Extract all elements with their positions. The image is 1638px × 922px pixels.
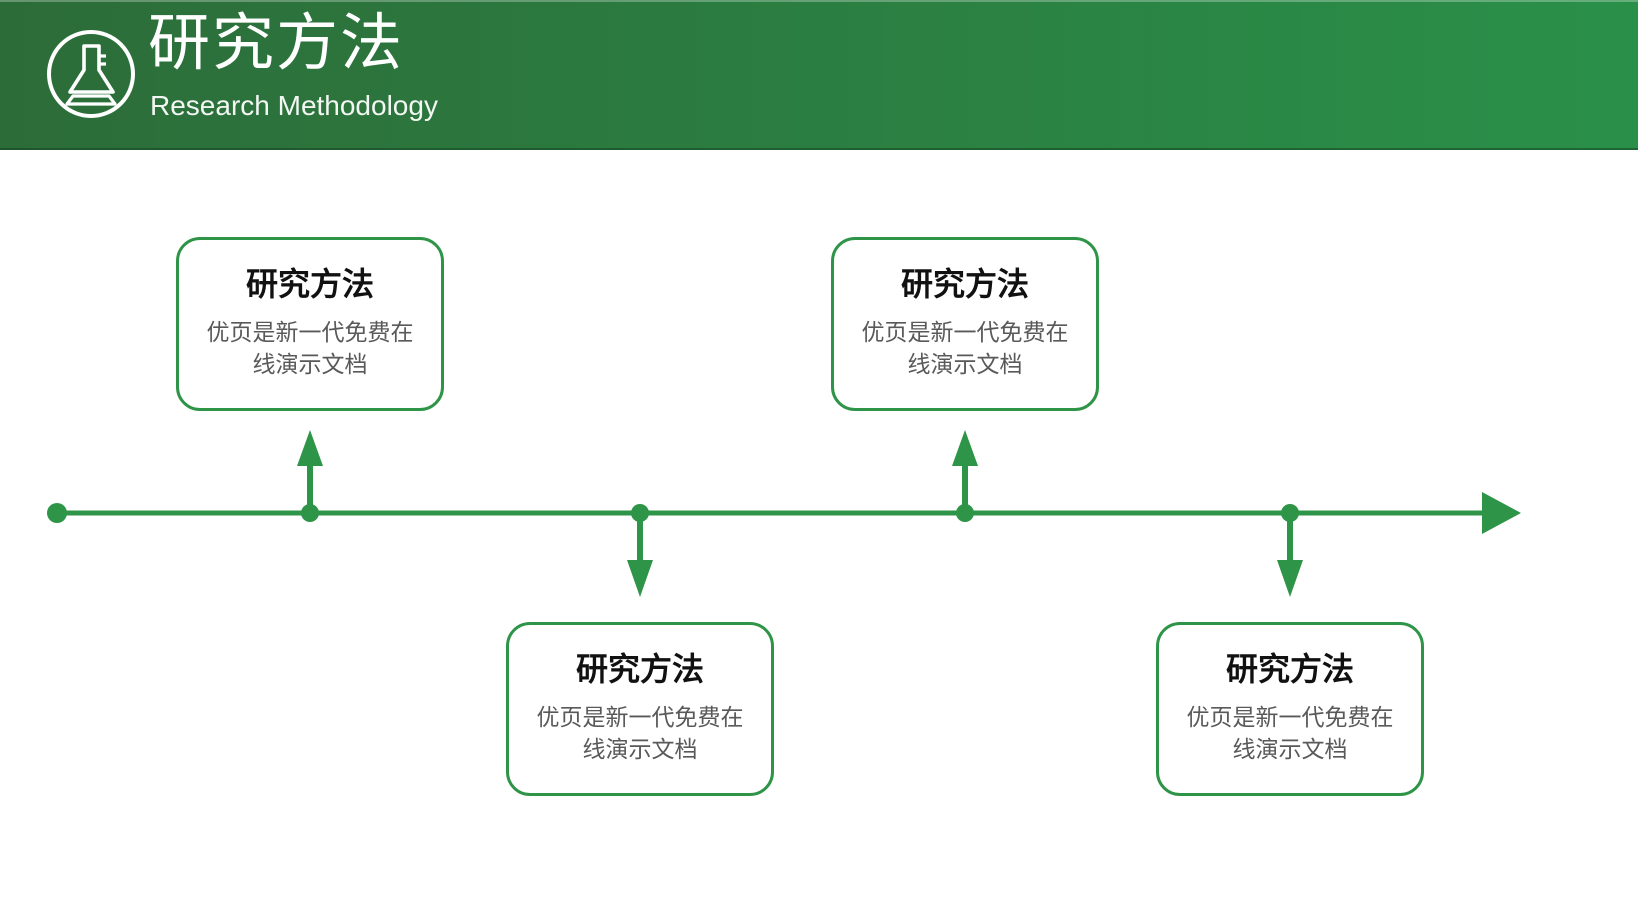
arrow-down-icon — [627, 560, 653, 597]
flask-body — [68, 44, 115, 94]
timeline-start-dot — [47, 503, 67, 523]
arrow-right-icon — [1482, 492, 1521, 534]
card-title: 研究方法 — [575, 651, 704, 687]
card-title: 研究方法 — [1225, 651, 1354, 687]
icon-circle — [47, 30, 135, 118]
timeline — [47, 430, 1521, 597]
timeline-card: 研究方法 优页是新一代免费在线演示文档 — [506, 622, 774, 796]
flask-base — [65, 94, 117, 106]
page-subtitle: Research Methodology — [150, 90, 438, 121]
flask-icon — [47, 30, 135, 118]
card-body: 优页是新一代免费在线演示文档 — [206, 319, 414, 377]
flask-ticks — [99, 54, 106, 66]
card-title: 研究方法 — [900, 266, 1029, 302]
timeline-card: 研究方法 优页是新一代免费在线演示文档 — [1156, 622, 1424, 796]
header-text-block: 研究方法 Research Methodology — [148, 0, 438, 122]
card-body: 优页是新一代免费在线演示文档 — [536, 704, 744, 762]
card-body: 优页是新一代免费在线演示文档 — [861, 319, 1069, 377]
timeline-card: 研究方法 优页是新一代免费在线演示文档 — [831, 237, 1099, 411]
timeline-card: 研究方法 优页是新一代免费在线演示文档 — [176, 237, 444, 411]
slide-header: 研究方法 Research Methodology — [0, 0, 1638, 150]
arrow-up-icon — [952, 430, 978, 466]
card-title: 研究方法 — [245, 266, 374, 302]
arrow-up-icon — [297, 430, 323, 466]
arrow-down-icon — [1277, 560, 1303, 597]
card-body: 优页是新一代免费在线演示文档 — [1186, 704, 1394, 762]
page-title: 研究方法 — [148, 9, 405, 78]
